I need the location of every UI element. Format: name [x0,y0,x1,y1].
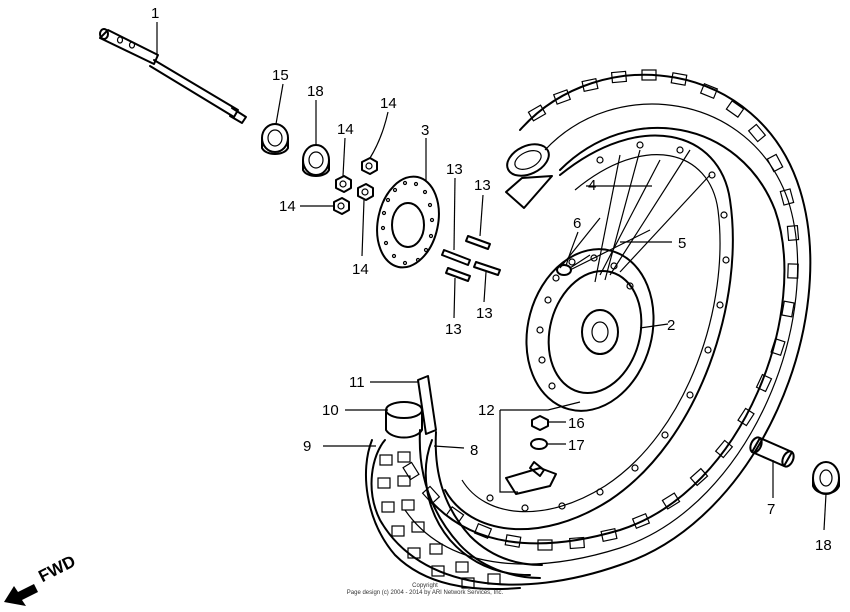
callout-13-a: 13 [446,161,463,178]
callout-10: 10 [322,402,339,419]
spoke-nipple [556,254,591,276]
valve-assembly [499,401,581,495]
callout-12: 12 [478,402,495,419]
callout-13-b: 13 [474,177,491,194]
callout-13-d: 13 [476,305,493,322]
callout-11: 11 [349,374,365,391]
callout-14-b: 14 [380,95,397,112]
callout-14-d: 14 [352,261,369,278]
brake-disc [376,175,440,269]
callout-15: 15 [272,67,289,84]
callout-3: 3 [421,122,429,139]
callout-5: 5 [678,235,686,252]
copyright-line-1: Copyright [412,583,438,589]
callout-17: 17 [568,437,585,454]
tire-cutaway [364,439,531,591]
callout-4: 4 [588,177,596,194]
bearing-18-lower [812,461,840,495]
inner-tube [418,429,543,579]
tire-section-top [505,143,553,209]
callout-16: 16 [568,415,585,432]
callout-18-upper: 18 [307,83,324,100]
tire [370,69,812,586]
axle [99,28,247,124]
callout-14-c: 14 [279,198,296,215]
forward-arrow-icon [4,584,38,606]
spacer [749,436,795,468]
bolts-13 [441,235,501,282]
bearing-15 [261,123,289,155]
copyright-line-2: Page design (c) 2004 - 2014 by ARI Netwo… [346,590,504,596]
callout-13-c: 13 [445,321,462,338]
rim [444,134,734,531]
callout-7: 7 [767,501,775,518]
hub [525,248,655,412]
bearing-18-upper [302,144,330,177]
callout-6: 6 [573,215,581,232]
callout-8: 8 [470,442,478,459]
nuts-14 [333,157,378,215]
spokes [559,149,711,283]
callouts: 1 15 18 14 14 14 14 3 13 13 13 13 4 5 6 … [151,5,832,554]
callout-9: 9 [303,438,311,455]
leader-lines [156,22,827,531]
callout-1: 1 [151,5,159,22]
valve-cap [385,401,423,439]
callout-14-a: 14 [337,121,354,138]
tube-flap [417,375,437,435]
callout-18-lower: 18 [815,537,832,554]
callout-2: 2 [667,317,675,334]
